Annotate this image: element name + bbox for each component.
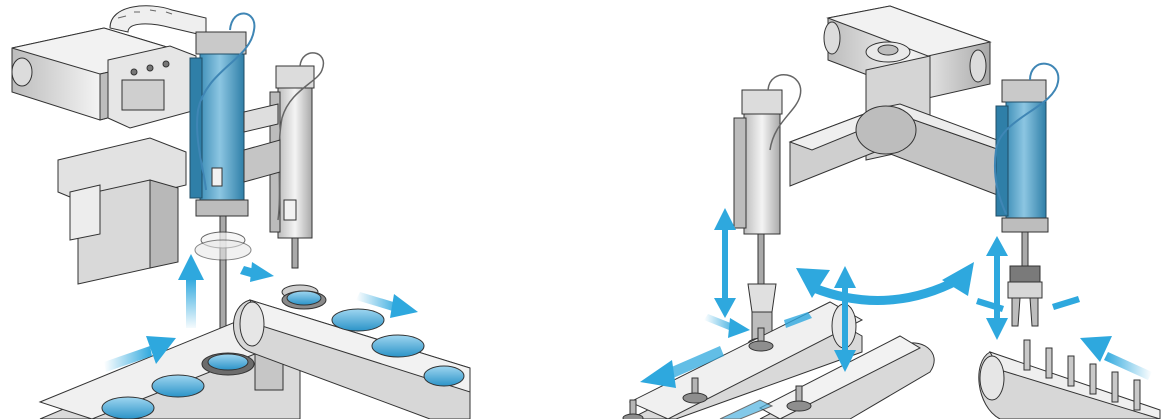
arrow-vertical-center (834, 266, 856, 372)
right-scene (622, 5, 1161, 419)
pneumatic-cylinder-grey-right (733, 74, 802, 351)
pneumatic-cylinder-grey (269, 52, 325, 300)
cable-chain (109, 5, 207, 37)
arrow-grip-right (976, 296, 1080, 312)
linear-slide-unit (11, 27, 197, 129)
arrow-vertical-right (986, 236, 1008, 340)
arrow-feed-out-left (640, 346, 724, 388)
conveyor-right (233, 290, 471, 419)
arrow-feed-out (356, 292, 418, 318)
conveyor-left (38, 315, 302, 419)
conveyor-middle (719, 335, 935, 419)
arrow-transfer (240, 262, 274, 282)
conveyor-pins (622, 301, 864, 419)
conveyor-right-pins (978, 339, 1161, 419)
swing-arm (788, 103, 1010, 197)
pin-row (1023, 339, 1141, 411)
pneumatic-cylinder-blue-right (993, 62, 1060, 267)
arrow-grip-left (704, 312, 812, 338)
pin-parts (622, 327, 774, 419)
parallel-gripper (1007, 265, 1043, 327)
support-column (57, 137, 187, 285)
motion-arrows-right (640, 208, 1152, 388)
left-scene (11, 5, 471, 419)
arrow-feed-in (104, 336, 176, 372)
pneumatic-cylinder-blue (189, 12, 256, 217)
motion-arrows-left (104, 254, 418, 372)
arrow-feed-in-right (1080, 336, 1152, 380)
cylinder-bridge (243, 103, 281, 183)
arrow-rotate (796, 262, 974, 305)
arrow-vertical-left (714, 208, 736, 318)
arrow-up (178, 254, 204, 328)
